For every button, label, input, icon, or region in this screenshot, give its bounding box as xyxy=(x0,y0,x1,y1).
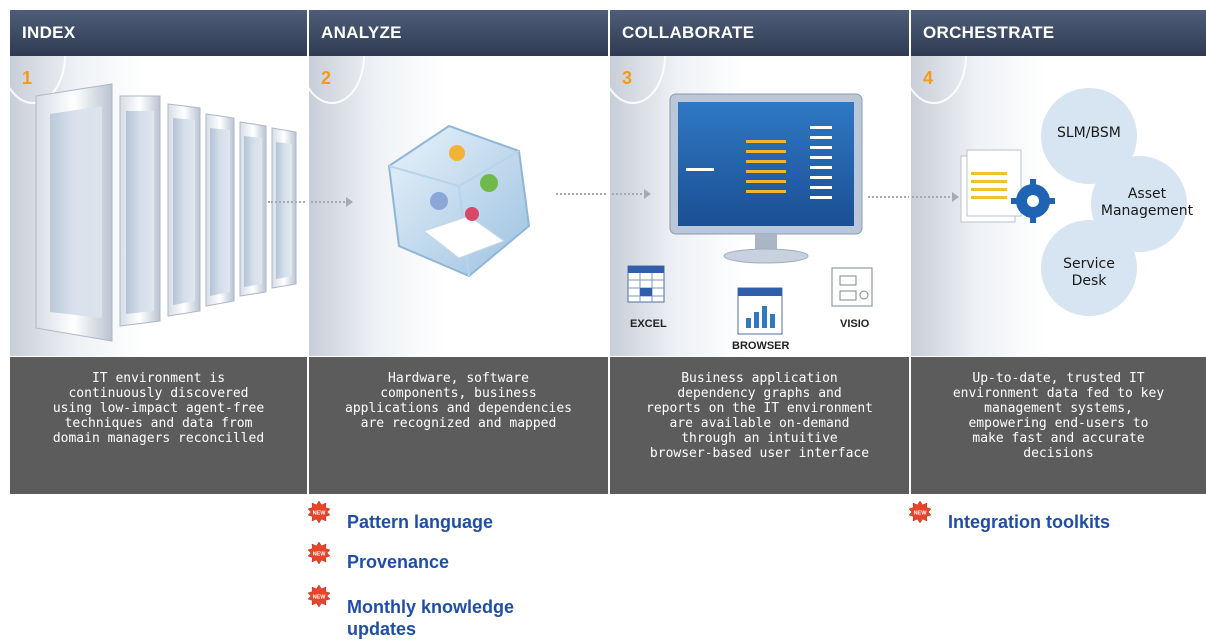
panel-orchestrate: 4 SLM/BSM Asset Management Service Desk xyxy=(911,56,1206,356)
panel-index: 1 xyxy=(10,56,307,356)
feature-link-monthly-knowledge[interactable]: Monthly knowledge updates xyxy=(347,596,514,640)
new-badge-text: NEW xyxy=(313,552,327,558)
service-desk-label: Service Desk xyxy=(1047,256,1131,290)
description-line: Up-to-date, trusted IT xyxy=(972,371,1145,386)
feature-link-line[interactable]: updates xyxy=(347,619,417,639)
orchestrate-illustration xyxy=(960,88,1187,316)
step-title-orchestrate: ORCHESTRATE xyxy=(923,23,1055,42)
description-line: environment data fed to key xyxy=(952,386,1165,401)
excel-icon xyxy=(627,265,665,303)
flow-arrow xyxy=(556,193,646,195)
description-line: components, business xyxy=(380,386,537,401)
new-badge-text: NEW xyxy=(914,511,928,517)
feature-link-provenance[interactable]: Provenance xyxy=(347,552,450,572)
description-index: IT environment is continuously discovere… xyxy=(10,357,307,494)
data-cube-illustration xyxy=(387,124,531,278)
description-line: empowering end-users to xyxy=(968,416,1149,431)
description-line: management systems, xyxy=(984,401,1133,416)
panel-analyze: 2 xyxy=(309,56,608,356)
flow-arrow-head xyxy=(644,189,651,199)
description-line: Hardware, software xyxy=(388,371,529,386)
excel-label: EXCEL xyxy=(630,318,667,330)
description-line: are recognized and mapped xyxy=(360,416,557,431)
step-number: 1 xyxy=(22,68,33,88)
new-badge-icon: NEW xyxy=(307,542,331,564)
description-line: reports on the IT environment xyxy=(646,401,873,416)
visio-label: VISIO xyxy=(840,318,870,330)
description-line: make fast and accurate xyxy=(972,431,1145,446)
browser-label: BROWSER xyxy=(732,340,790,352)
server-rack-illustration xyxy=(35,83,297,342)
new-badge-icon: NEW xyxy=(908,501,932,523)
step-title-index: INDEX xyxy=(22,23,76,42)
description-line: techniques and data from xyxy=(64,416,253,431)
column-divider xyxy=(608,10,610,494)
flow-arrow-head xyxy=(346,197,353,207)
description-line: Business application xyxy=(681,371,838,386)
description-line: IT environment is xyxy=(91,371,226,386)
description-line: decisions xyxy=(1023,446,1094,461)
step-number: 4 xyxy=(923,68,934,88)
description-line: using low-impact agent-free xyxy=(52,401,265,416)
monitor-illustration xyxy=(627,93,873,335)
browser-chart-icon xyxy=(737,287,783,335)
column-divider xyxy=(307,10,309,494)
description-line: browser-based user interface xyxy=(649,446,870,461)
new-badge-text: NEW xyxy=(313,595,327,601)
visio-icon xyxy=(831,267,873,307)
new-badge-icon: NEW xyxy=(307,501,331,523)
service-label-line: Service xyxy=(1063,256,1115,272)
step-title-analyze: ANALYZE xyxy=(321,23,402,42)
new-badge-text: NEW xyxy=(313,511,327,517)
asset-management-label: Asset Management xyxy=(1097,186,1197,220)
step-number: 2 xyxy=(321,68,332,88)
new-badge-icon: NEW xyxy=(307,585,331,607)
description-line: are available on-demand xyxy=(669,416,850,431)
description-collaborate: Business application dependency graphs a… xyxy=(610,357,909,494)
description-orchestrate: Up-to-date, trusted IT environment data … xyxy=(911,357,1206,494)
description-line: domain managers reconcilled xyxy=(52,431,265,446)
gear-icon xyxy=(1011,179,1055,223)
step-number: 3 xyxy=(622,68,633,88)
description-line: applications and dependencies xyxy=(345,401,572,416)
step-title-collaborate: COLLABORATE xyxy=(622,23,755,42)
column-divider xyxy=(909,10,911,494)
panel-collaborate: 3 xyxy=(610,56,909,356)
flow-arrow-head xyxy=(952,192,959,202)
description-line: dependency graphs and xyxy=(677,386,842,401)
slm-bsm-label: SLM/BSM xyxy=(1057,125,1121,141)
asset-label-line: Asset xyxy=(1127,186,1167,202)
feature-link-pattern-language[interactable]: Pattern language xyxy=(347,512,494,532)
feature-link-line[interactable]: Monthly knowledge xyxy=(347,597,515,617)
flow-arrow xyxy=(868,196,954,198)
description-line: continuously discovered xyxy=(68,386,249,401)
feature-link-integration-toolkits[interactable]: Integration toolkits xyxy=(948,512,1110,532)
description-analyze: Hardware, software components, business … xyxy=(309,357,608,494)
description-line: through an intuitive xyxy=(681,431,838,446)
service-label-line: Desk xyxy=(1071,273,1107,289)
asset-label-line: Management xyxy=(1100,203,1194,219)
